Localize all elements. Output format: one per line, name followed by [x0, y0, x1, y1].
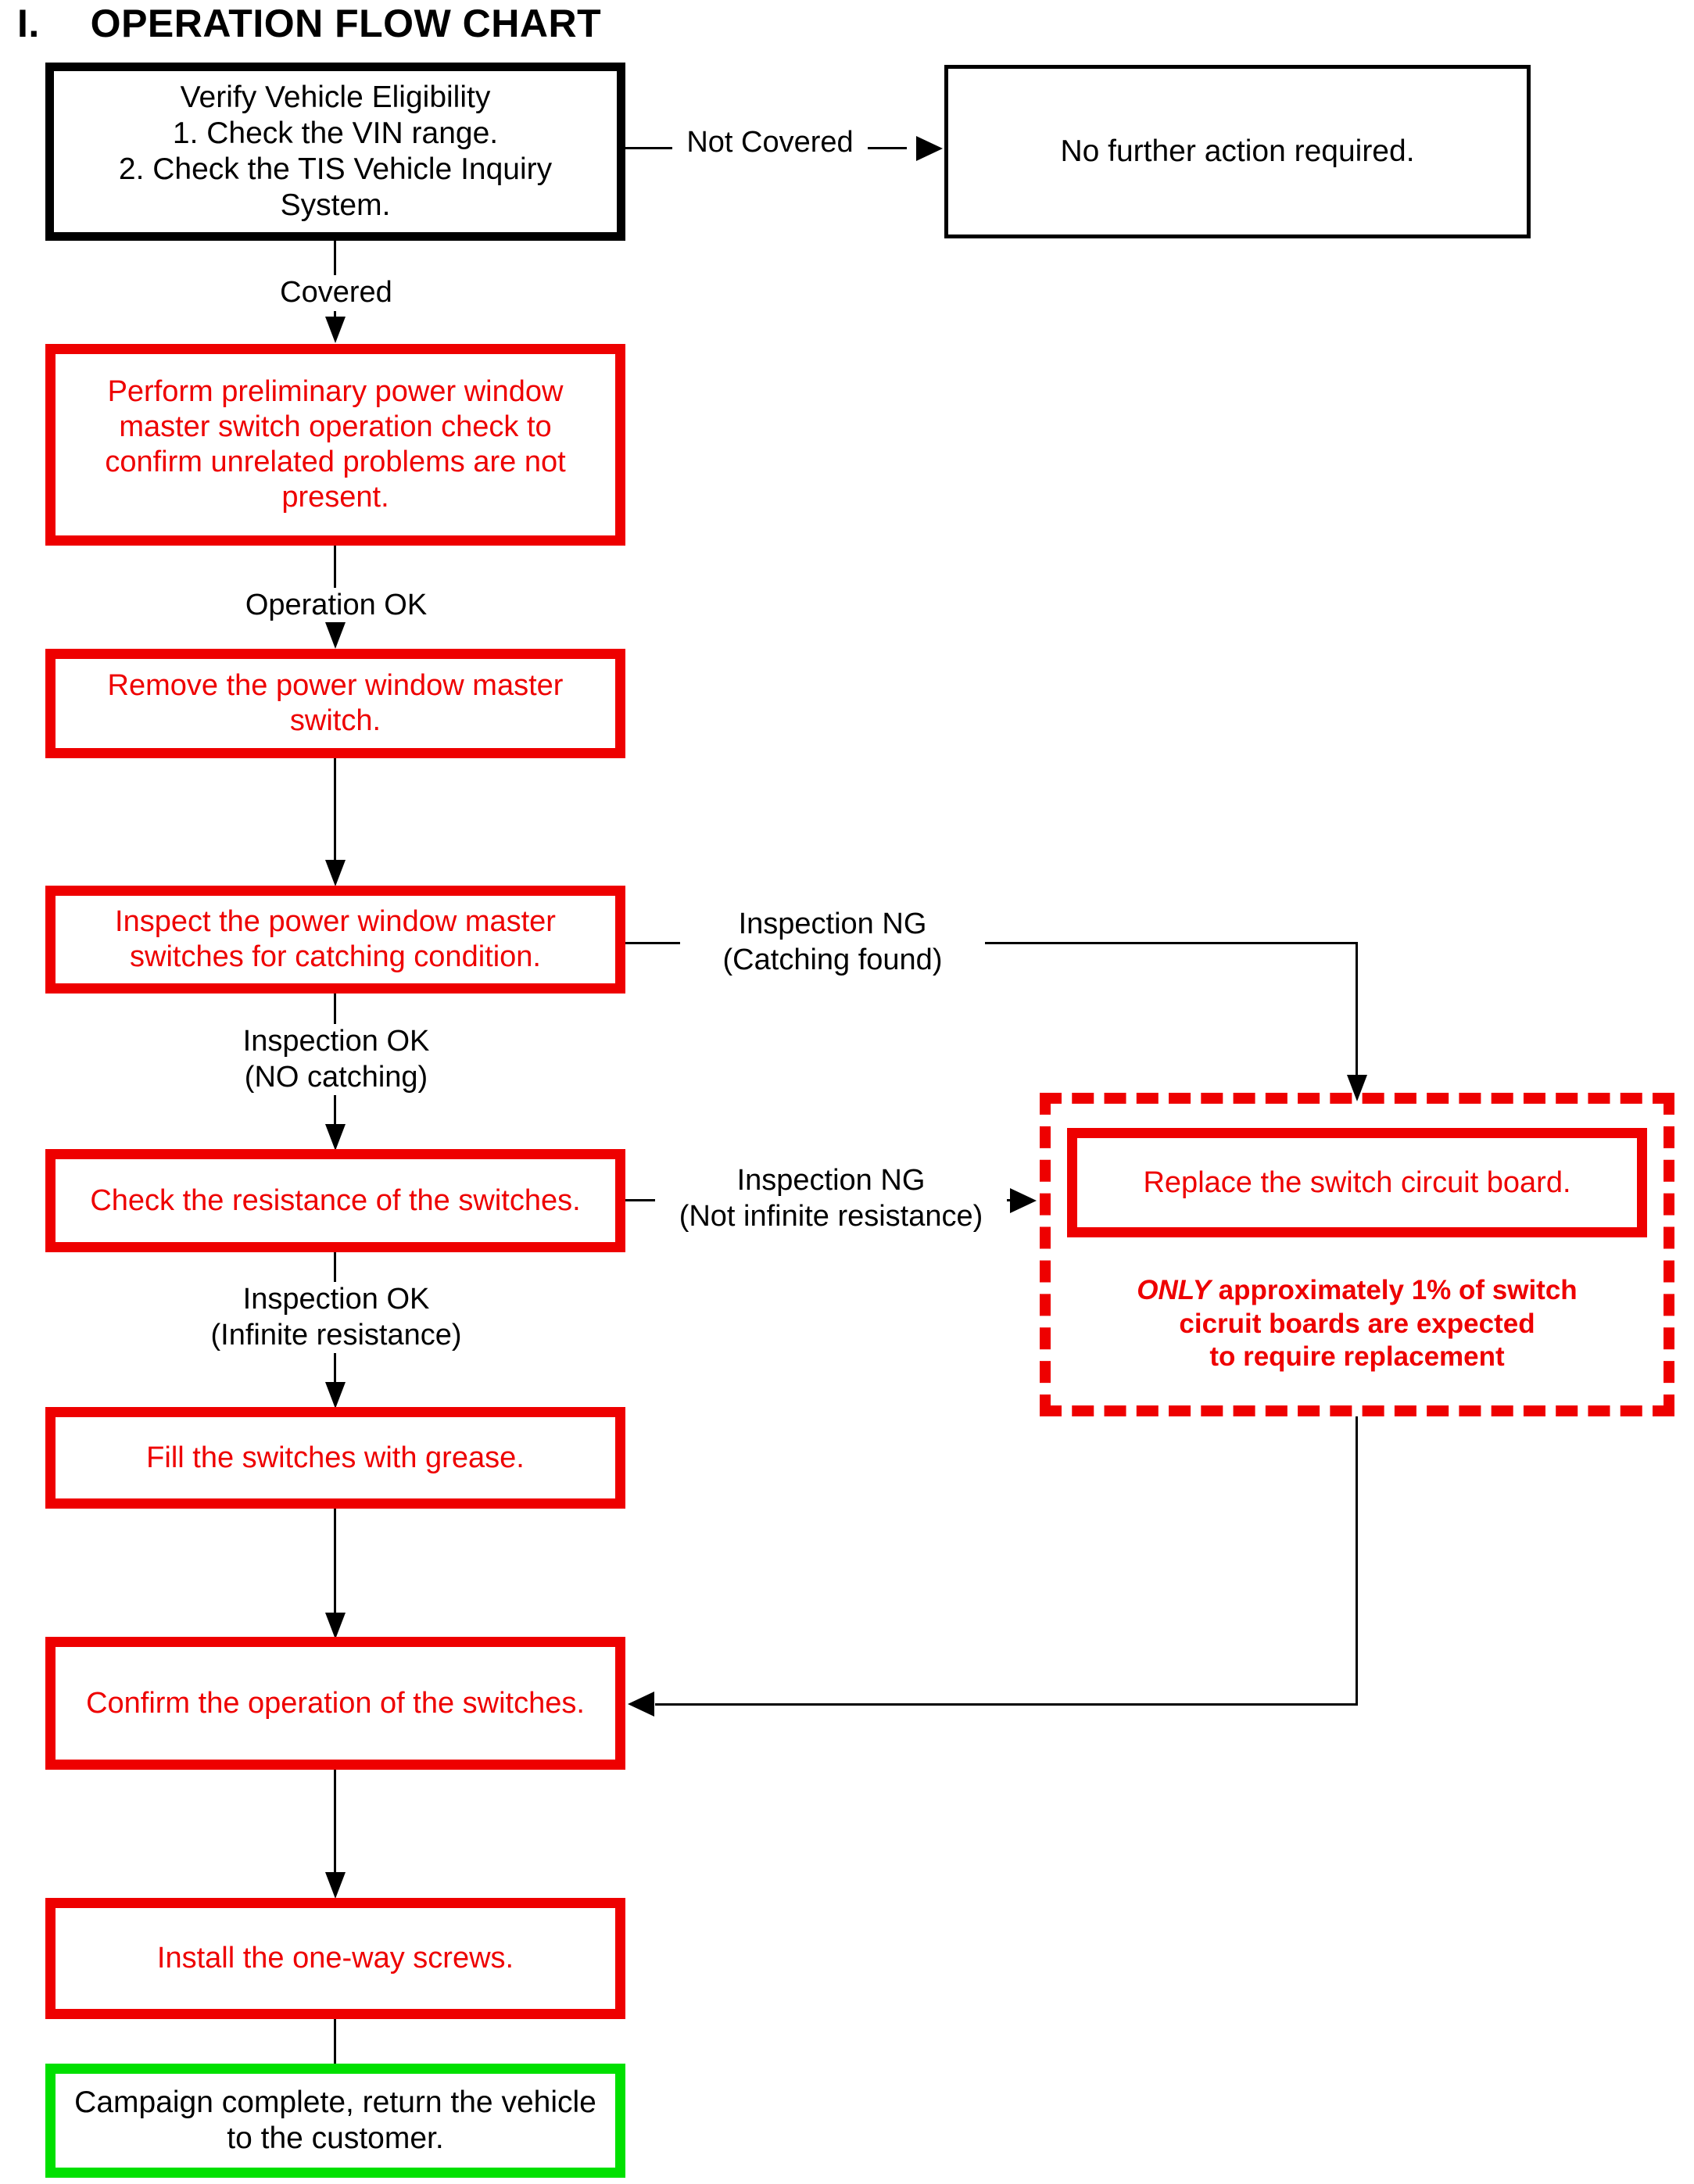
- node-remove-switch[interactable]: Remove the power window master switch.: [45, 649, 625, 758]
- edge-confirm-to-screws-arrowhead: [325, 1872, 346, 1899]
- edge-ok-no-catching-arrowhead: [325, 1124, 346, 1151]
- node-verify-eligibility[interactable]: Verify Vehicle Eligibility 1. Check the …: [45, 63, 625, 241]
- node-campaign-complete-label: Campaign complete, return the vehicle to…: [74, 2085, 596, 2155]
- edge-label-covered: Covered: [235, 275, 438, 311]
- edge-ng-catching-hline: [625, 942, 1358, 944]
- callout-replace-board-container: [1040, 1093, 1674, 1416]
- edge-remove-to-inspect-arrowhead: [325, 860, 346, 886]
- edge-label-ng-catching: Inspection NG (Catching found): [680, 907, 985, 979]
- edge-ng-resistance-arrowhead: [1010, 1188, 1037, 1213]
- callout-emphasis: ONLY: [1137, 1275, 1211, 1305]
- node-replace-board-label: Replace the switch circuit board.: [1143, 1165, 1571, 1199]
- node-no-further-action-label: No further action required.: [1060, 134, 1415, 168]
- edge-label-operation-ok: Operation OK: [227, 588, 446, 624]
- node-no-further-action[interactable]: No further action required.: [944, 65, 1531, 238]
- callout-note-rest: approximately 1% of switch cicruit board…: [1179, 1275, 1578, 1373]
- node-fill-grease[interactable]: Fill the switches with grease.: [45, 1407, 625, 1509]
- node-inspect-catching-label: Inspect the power window master switches…: [115, 905, 556, 973]
- edge-grease-to-confirm-arrowhead: [325, 1613, 346, 1639]
- node-remove-switch-label: Remove the power window master switch.: [107, 669, 564, 737]
- node-campaign-complete[interactable]: Campaign complete, return the vehicle to…: [45, 2064, 625, 2178]
- edge-operation-ok-arrowhead: [325, 622, 346, 649]
- edge-label-ok-no-catching: Inspection OK (NO catching): [215, 1024, 457, 1096]
- node-preliminary-check-label: Perform preliminary power window master …: [105, 375, 566, 514]
- node-check-resistance[interactable]: Check the resistance of the switches.: [45, 1149, 625, 1252]
- edge-ng-catching-vline: [1356, 942, 1358, 1081]
- edge-grease-to-confirm-line: [334, 1509, 336, 1626]
- node-verify-eligibility-label: Verify Vehicle Eligibility 1. Check the …: [118, 80, 553, 223]
- edge-confirm-to-screws-line: [334, 1770, 336, 1887]
- node-confirm-operation-label: Confirm the operation of the switches.: [86, 1686, 585, 1720]
- node-install-screws-label: Install the one-way screws.: [156, 1942, 514, 1975]
- edge-label-ng-resistance: Inspection NG (Not infinite resistance): [655, 1163, 1007, 1235]
- node-fill-grease-label: Fill the switches with grease.: [146, 1441, 525, 1474]
- callout-replace-board-note: ONLY approximately 1% of switch cicruit …: [1062, 1274, 1653, 1374]
- node-preliminary-check[interactable]: Perform preliminary power window master …: [45, 344, 625, 546]
- page-title: I. OPERATION FLOW CHART: [17, 2, 602, 45]
- edge-replace-return-hline: [655, 1703, 1358, 1706]
- node-inspect-catching[interactable]: Inspect the power window master switches…: [45, 886, 625, 994]
- edge-not-covered-arrowhead: [916, 136, 943, 161]
- node-check-resistance-label: Check the resistance of the switches.: [90, 1183, 581, 1217]
- node-install-screws[interactable]: Install the one-way screws.: [45, 1898, 625, 2019]
- edge-label-ok-infinite: Inspection OK (Infinite resistance): [195, 1282, 477, 1354]
- edge-ok-infinite-arrowhead: [325, 1382, 346, 1409]
- edge-label-not-covered: Not Covered: [672, 125, 868, 161]
- edge-replace-return-vline: [1356, 1416, 1358, 1706]
- edge-remove-to-inspect-line: [334, 758, 336, 868]
- edge-covered-arrowhead: [325, 317, 346, 343]
- node-confirm-operation[interactable]: Confirm the operation of the switches.: [45, 1637, 625, 1770]
- edge-replace-return-arrowhead: [628, 1692, 654, 1717]
- node-replace-board[interactable]: Replace the switch circuit board.: [1067, 1128, 1647, 1237]
